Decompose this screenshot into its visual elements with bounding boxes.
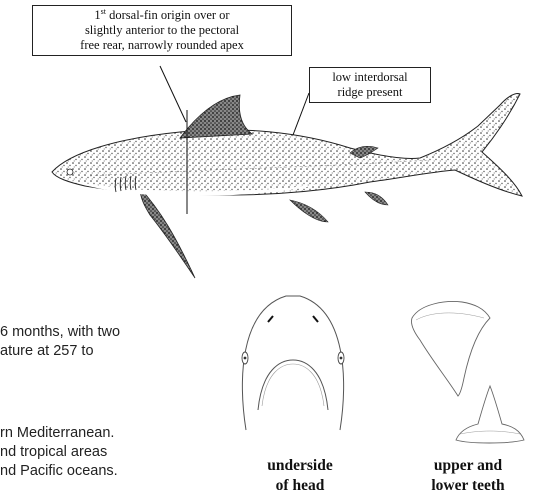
callout-leader-dorsal xyxy=(160,66,186,122)
body-text-line: ature at 257 to xyxy=(0,342,94,361)
anal-fin xyxy=(365,192,388,205)
callout-line-3: free rear, narrowly rounded apex xyxy=(33,38,291,53)
teeth-drawings xyxy=(411,302,524,443)
body-text-line: nd Pacific oceans. xyxy=(0,462,118,481)
caption-line: underside xyxy=(240,456,360,476)
body-text-line: rn Mediterranean. xyxy=(0,424,114,443)
left-nostril xyxy=(268,316,273,322)
callout-leader-interdorsal xyxy=(293,93,309,135)
head-underside-drawing xyxy=(242,296,344,430)
eye xyxy=(67,169,73,175)
pelvic-fin xyxy=(290,200,328,222)
callout-line-2: slightly anterior to the pectoral xyxy=(33,23,291,38)
right-nostril xyxy=(313,316,318,322)
callout-line-2: ridge present xyxy=(310,85,430,100)
first-dorsal-fin xyxy=(180,95,252,138)
body-text-line: 6 months, with two xyxy=(0,323,120,342)
lower-tooth xyxy=(456,386,524,443)
mouth-outline xyxy=(258,360,328,410)
caption-line: upper and xyxy=(398,456,538,476)
upper-tooth xyxy=(411,302,490,396)
caption-line: lower teeth xyxy=(398,476,538,496)
callout-line-1: low interdorsal xyxy=(310,70,430,85)
teeth-caption: upper and lower teeth xyxy=(398,456,538,496)
shark-body xyxy=(52,93,522,196)
callout-line-1: 1st dorsal-fin origin over or xyxy=(33,8,291,23)
caption-line: of head xyxy=(240,476,360,496)
dorsal-fin-origin-callout: 1st dorsal-fin origin over or slightly a… xyxy=(32,5,292,56)
body-text-line: nd tropical areas xyxy=(0,443,107,462)
shark-side-view xyxy=(52,93,522,278)
head-underside-caption: underside of head xyxy=(240,456,360,496)
interdorsal-ridge-callout: low interdorsal ridge present xyxy=(309,67,431,103)
